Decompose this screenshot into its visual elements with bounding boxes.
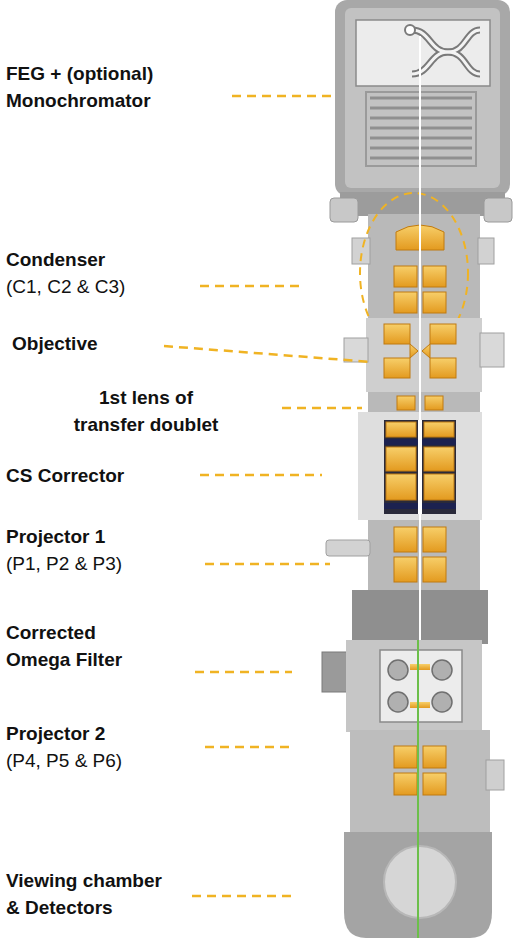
part-label: Projector 2 — [6, 720, 196, 747]
column-body — [368, 214, 480, 592]
leader-line — [195, 671, 292, 674]
part-label: Corrected Omega Filter — [6, 619, 146, 673]
gun-flange — [340, 192, 505, 216]
omega-filter-coils — [410, 664, 430, 708]
leader-line — [205, 746, 292, 749]
gun-tip — [405, 25, 415, 35]
omega-filter-prisms — [388, 660, 452, 712]
leader-lines — [164, 96, 372, 896]
objective-port — [344, 338, 368, 362]
filtered-beam — [417, 640, 419, 938]
part-label: (P4, P5 & P6) — [6, 747, 196, 774]
part-label: CS Corrector — [6, 462, 196, 489]
leader-line — [200, 474, 322, 477]
leader-line — [232, 95, 336, 98]
gun-inner — [345, 8, 500, 188]
side-port — [478, 238, 494, 264]
gun-housing — [335, 0, 510, 196]
monochromator-symbol-core — [412, 30, 480, 74]
filter-housing — [346, 640, 482, 732]
part-label: FEG + (optional) Monochromator — [6, 60, 181, 114]
part-label: (P1, P2 & P3) — [6, 550, 196, 577]
leader-line — [164, 346, 372, 362]
part-label: (C1, C2 & C3) — [6, 273, 196, 300]
part-label: Projector 1 — [6, 523, 196, 550]
part-label: Viewing chamber & Detectors — [6, 867, 171, 921]
monochromator-box — [356, 20, 490, 86]
monochromator-symbol — [412, 30, 480, 74]
flange-knob — [484, 198, 512, 222]
part-label: 1st lens of transfer doublet — [66, 384, 226, 438]
leader-line — [200, 285, 300, 288]
part-label: Objective — [12, 330, 162, 357]
part-label: Condenser — [6, 246, 196, 273]
projector-2-housing — [350, 730, 490, 834]
side-knob — [326, 540, 370, 556]
projector-2-lenses — [394, 746, 446, 795]
omega-filter-box — [380, 650, 462, 722]
objective-housing — [366, 318, 482, 392]
leader-line — [205, 563, 330, 566]
leader-line — [282, 407, 362, 410]
leader-line — [192, 895, 292, 898]
flange-knob — [330, 198, 358, 222]
electron-beam — [419, 36, 421, 640]
viewing-window — [384, 846, 456, 918]
side-port — [486, 760, 504, 790]
objective-port — [480, 333, 504, 367]
